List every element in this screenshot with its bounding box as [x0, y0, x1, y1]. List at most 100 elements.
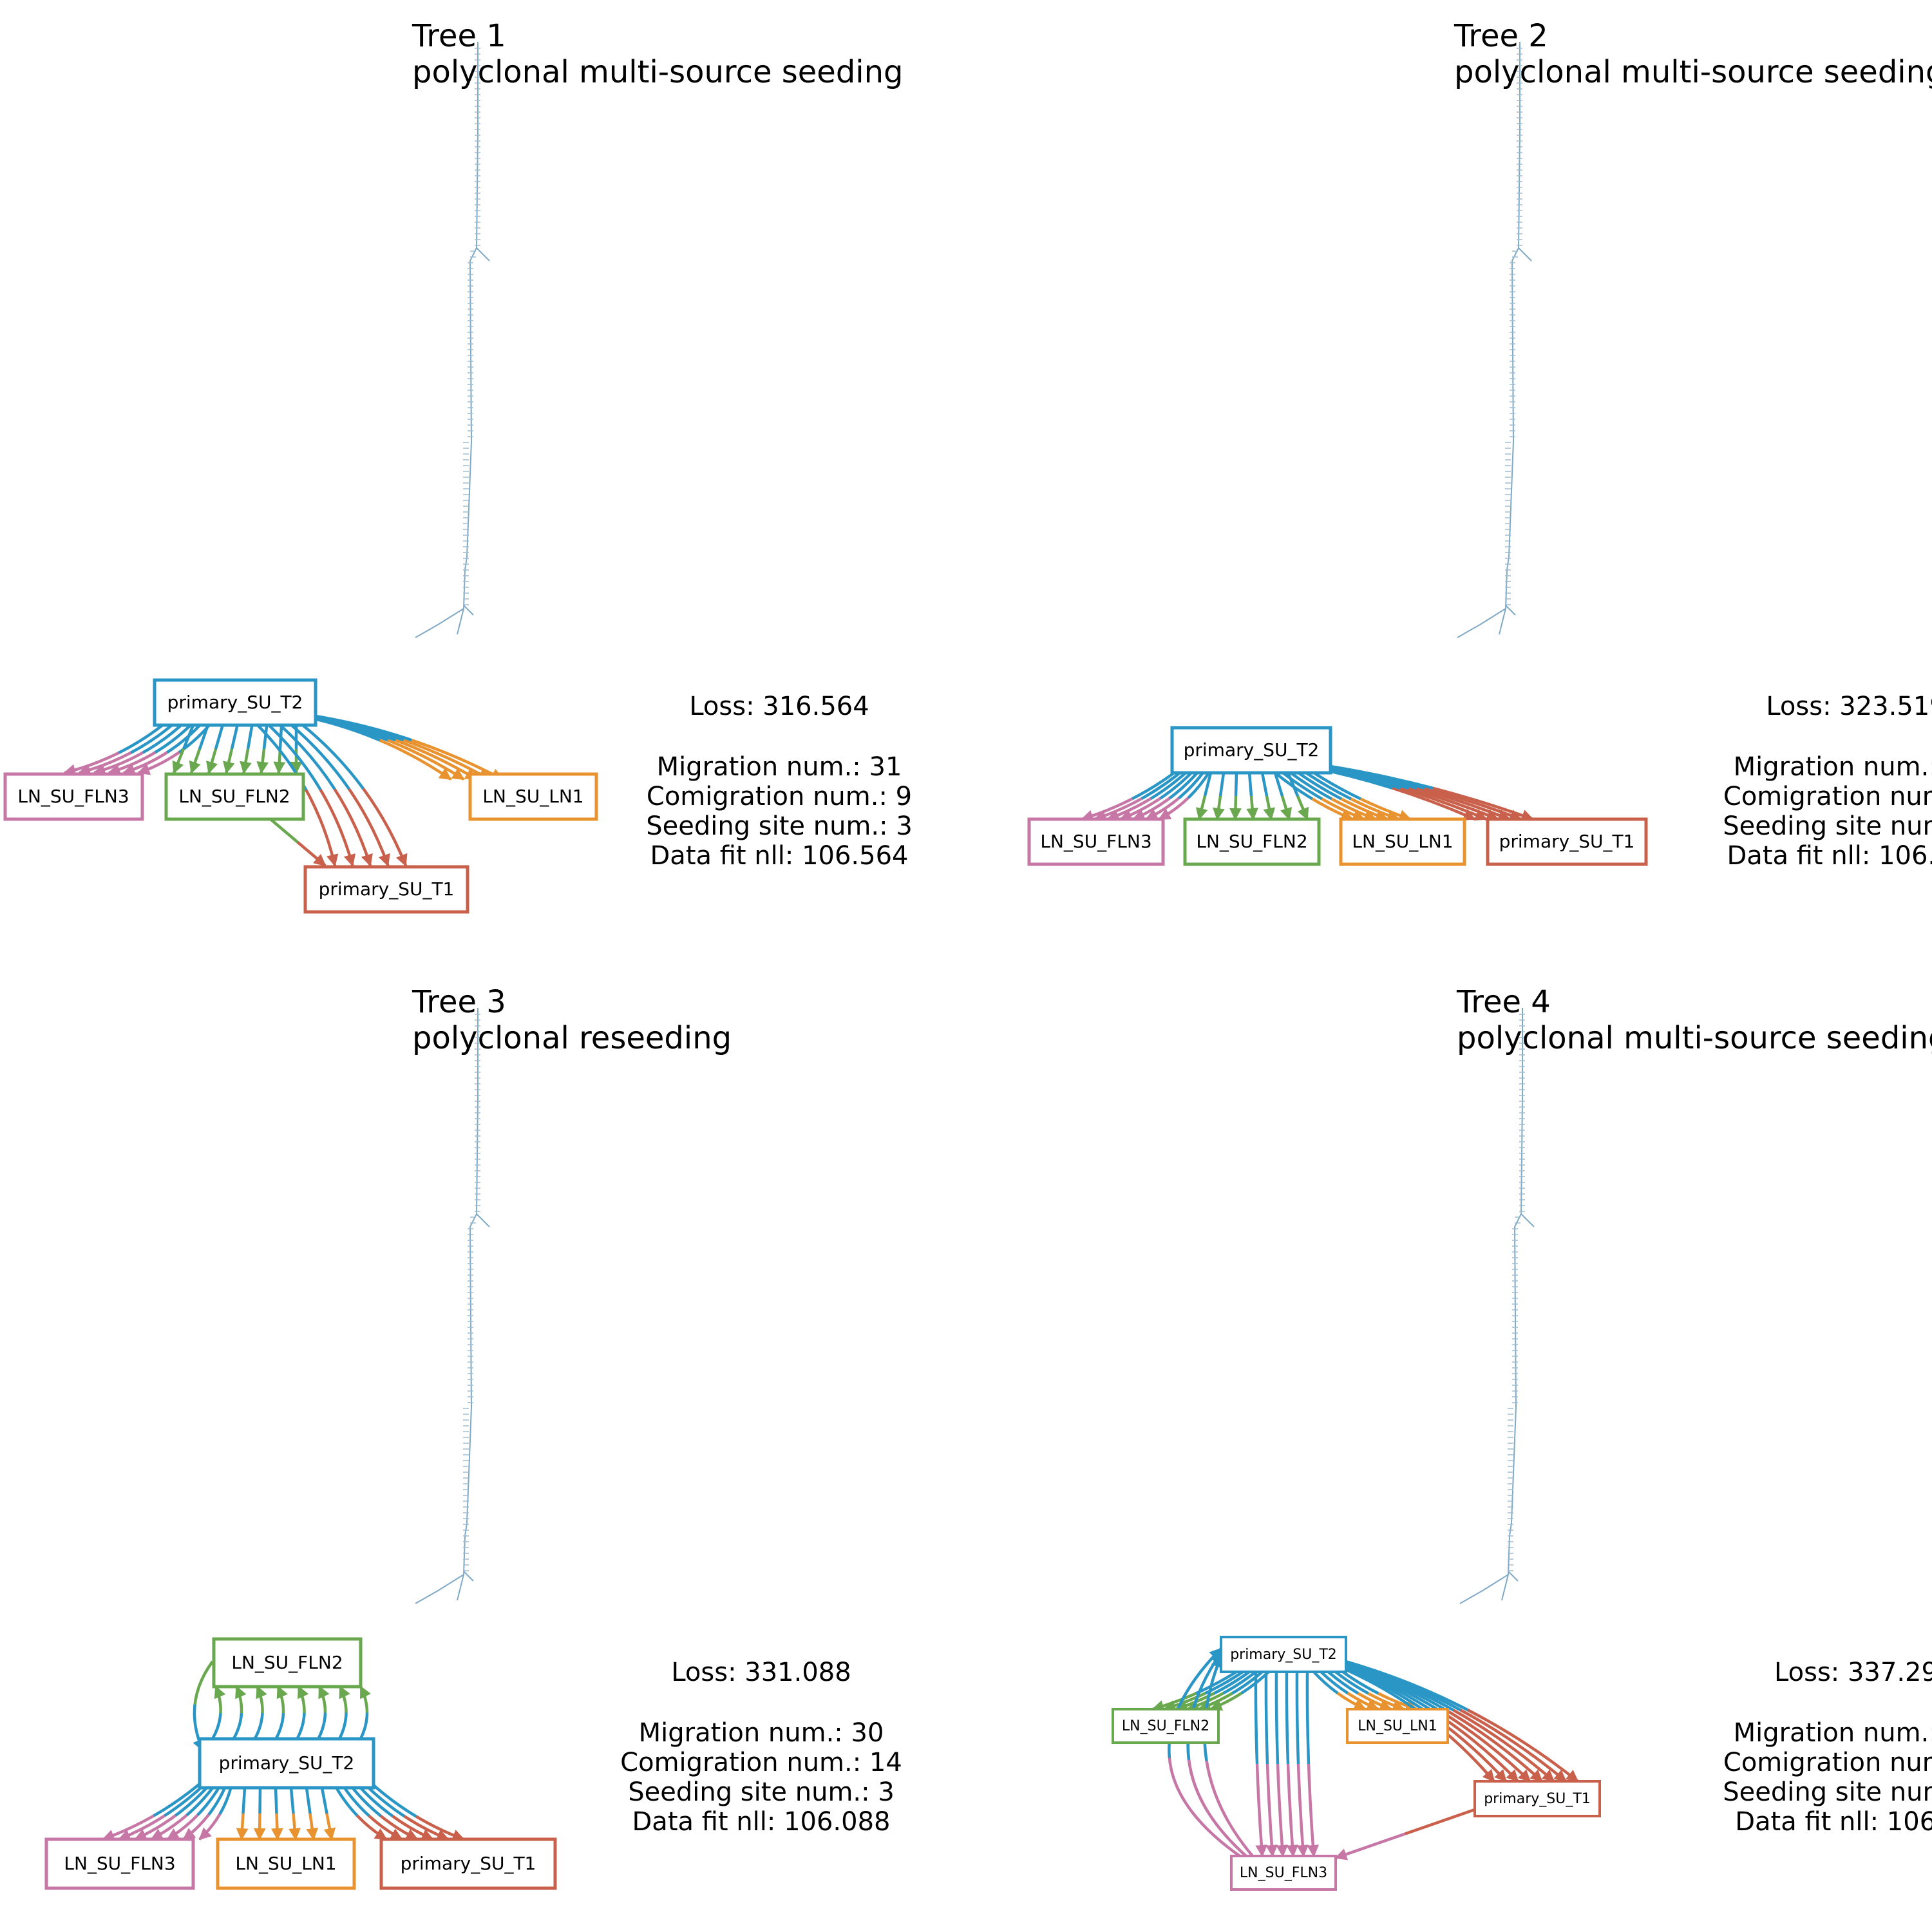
node-ln-su-ln1: LN_SU_LN1 [468, 772, 598, 821]
tree-2-seeding-site-num: Seeding site num.: 3 [1723, 811, 1932, 841]
tree-1-subtitle: polyclonal multi-source seeding [412, 54, 904, 90]
node-ln-su-fln3: LN_SU_FLN3 [3, 772, 144, 821]
tree-4-comigration-num: Comigration num.: 9 [1723, 1748, 1932, 1777]
tree-3-comigration-num: Comigration num.: 14 [620, 1748, 902, 1777]
migration-edge-t2-fln2 [253, 1685, 267, 1740]
migration-edge-t2-fln2 [1195, 772, 1213, 820]
tree-3-migration-num: Migration num.: 30 [639, 1718, 884, 1748]
migration-edge-t2-fln3 [108, 720, 196, 776]
tree-2-comigration-num: Comigration num.: 9 [1723, 782, 1932, 811]
migration-edge-t2-t1 [365, 1784, 450, 1841]
migration-edge-t2-fln2 [1186, 1671, 1257, 1712]
migration-edge-t2-fln3 [118, 1783, 206, 1841]
tree-4-migration-num: Migration num.: 33 [1734, 1718, 1932, 1748]
migration-edge-t2-fln3 [122, 720, 205, 775]
svg-text:LN_SU_FLN2: LN_SU_FLN2 [231, 1652, 343, 1673]
tree-3-data-fit-nll: Data fit nll: 106.088 [632, 1807, 891, 1837]
node-ln-su-fln2: LN_SU_FLN2 [1183, 817, 1321, 866]
tree-3-phylogeny [415, 1008, 490, 1604]
migration-edge-fln3-t2 [1186, 1651, 1247, 1857]
svg-text:LN_SU_LN1: LN_SU_LN1 [482, 786, 583, 807]
svg-text:LN_SU_FLN2: LN_SU_FLN2 [1196, 831, 1307, 852]
svg-text:primary_SU_T2: primary_SU_T2 [167, 692, 303, 713]
migration-edge-fln2-t1 [269, 818, 327, 867]
svg-text:primary_SU_T2: primary_SU_T2 [219, 1752, 355, 1774]
migration-edge-t2-t1 [1330, 764, 1534, 822]
svg-text:primary_SU_T2: primary_SU_T2 [1230, 1647, 1337, 1663]
migration-edge-t2-t1 [256, 724, 339, 867]
panel-tree-3: Tree 3 polyclonal reseeding LN_SU_FLN2 p… [44, 984, 902, 1890]
tree-4-stats: Loss: 337.29 Migration num.: 33 Comigrat… [1723, 1658, 1932, 1837]
svg-text:LN_SU_LN1: LN_SU_LN1 [1358, 1718, 1437, 1734]
migration-edge-t2-fln3 [198, 1783, 234, 1841]
migration-edge-t2-fln2 [172, 724, 195, 774]
migration-edge-t2-fln3 [78, 720, 178, 776]
svg-text:LN_SU_FLN3: LN_SU_FLN3 [64, 1853, 175, 1874]
tree-1-loss: Loss: 316.564 [689, 692, 869, 721]
tree-1-seeding-site-num: Seeding site num.: 3 [646, 811, 913, 841]
tree-2-migration-num: Migration num.: 32 [1734, 752, 1932, 782]
node-primary-su-t1: primary_SU_T1 [303, 865, 469, 914]
svg-text:primary_SU_T1: primary_SU_T1 [1499, 831, 1635, 852]
migration-edge-t2-fln2 [1163, 1671, 1244, 1712]
migration-edge-t2-fln2 [223, 724, 239, 774]
node-ln-su-fln3: LN_SU_FLN3 [1027, 817, 1165, 866]
migration-edge-fln2-t2 [193, 1660, 214, 1752]
svg-text:LN_SU_FLN2: LN_SU_FLN2 [1122, 1718, 1209, 1734]
svg-text:LN_SU_LN1: LN_SU_LN1 [235, 1853, 336, 1874]
panel-tree-2: Tree 2 polyclonal multi-source seeding p… [1027, 18, 1932, 871]
tree-branch [1499, 42, 1520, 635]
tree-2-stats: Loss: 323.519 Migration num.: 32 Comigra… [1723, 692, 1932, 871]
svg-text:LN_SU_FLN3: LN_SU_FLN3 [1240, 1865, 1327, 1881]
tree-branch [415, 1213, 490, 1604]
node-primary-su-t2: primary_SU_T2 [153, 678, 317, 727]
node-primary-su-t1: primary_SU_T1 [1473, 1780, 1601, 1817]
migration-edge-t2-fln3 [1305, 1671, 1320, 1857]
migration-edge-t2-fln3 [166, 1783, 223, 1841]
migration-edge-t2-t1 [1345, 1660, 1579, 1783]
migration-edge-t2-ln1 [1274, 772, 1354, 821]
node-primary-su-t1: primary_SU_T1 [379, 1837, 557, 1890]
node-primary-su-t2: primary_SU_T2 [1170, 726, 1332, 775]
migration-edge-t2-fln2 [274, 1685, 289, 1740]
tree-3-seeding-site-num: Seeding site num.: 3 [628, 1777, 895, 1807]
tree-1-stats: Loss: 316.564 Migration num.: 31 Comigra… [646, 692, 913, 871]
migration-edge-t2-fln2 [211, 1685, 226, 1740]
tree-branch [1459, 1213, 1535, 1604]
tree-2-subtitle: polyclonal multi-source seeding [1454, 54, 1932, 90]
migration-edge-t2-fln3 [1158, 768, 1212, 820]
svg-text:LN_SU_LN1: LN_SU_LN1 [1352, 831, 1453, 852]
tree-branch [1501, 1008, 1523, 1601]
node-ln-su-ln1: LN_SU_LN1 [1339, 817, 1466, 866]
panel-tree-4: Tree 4 polyclonal multi-source seeding p… [1112, 984, 1932, 1891]
migration-edge-t2-fln3 [1295, 1671, 1309, 1857]
migration-edge-t2-fln3 [63, 720, 169, 777]
migration-edge-t2-ln1 [315, 714, 504, 781]
tree-3-title: Tree 3 [412, 984, 506, 1020]
tree-1-comigration-num: Comigration num.: 9 [647, 782, 912, 811]
migration-edge-t2-ln1 [1305, 772, 1400, 822]
migration-edge-t2-fln2 [1209, 1671, 1270, 1711]
migration-edge-t2-fln2 [256, 724, 269, 774]
migration-edge-t2-fln3 [1106, 768, 1191, 822]
svg-text:primary_SU_T2: primary_SU_T2 [1184, 739, 1320, 761]
migration-edge-t2-t1 [301, 724, 408, 867]
migration-edge-t2-t1 [267, 724, 356, 867]
tree-1-phylogeny [415, 42, 490, 638]
tree-3-stats: Loss: 331.088 Migration num.: 30 Comigra… [620, 1658, 902, 1837]
svg-text:LN_SU_FLN3: LN_SU_FLN3 [17, 786, 129, 807]
tree-branch [1457, 247, 1532, 638]
migration-edge-t2-ln1 [1320, 1671, 1379, 1711]
tree-4-subtitle: polyclonal multi-source seeding [1457, 1020, 1932, 1056]
migration-edge-t2-t1 [341, 1784, 403, 1841]
migration-edge-t2-fln2 [1212, 772, 1226, 820]
migration-edge-t2-fln2 [359, 1685, 372, 1739]
migration-edge-t2-fln3 [1132, 768, 1202, 821]
migration-edge-t2-t1 [349, 1784, 419, 1841]
migration-edge-t2-ln1 [1312, 1671, 1367, 1711]
tree-4-seeding-site-num: Seeding site num.: 3 [1723, 1777, 1932, 1807]
tree-4-migration-graph: primary_SU_T2 LN_SU_FLN2 LN_SU_LN1 prima… [1112, 1636, 1601, 1891]
tree-4-title: Tree 4 [1456, 984, 1551, 1020]
tree-1-title: Tree 1 [412, 18, 506, 54]
migration-edge-t2-ln1 [289, 1787, 301, 1841]
